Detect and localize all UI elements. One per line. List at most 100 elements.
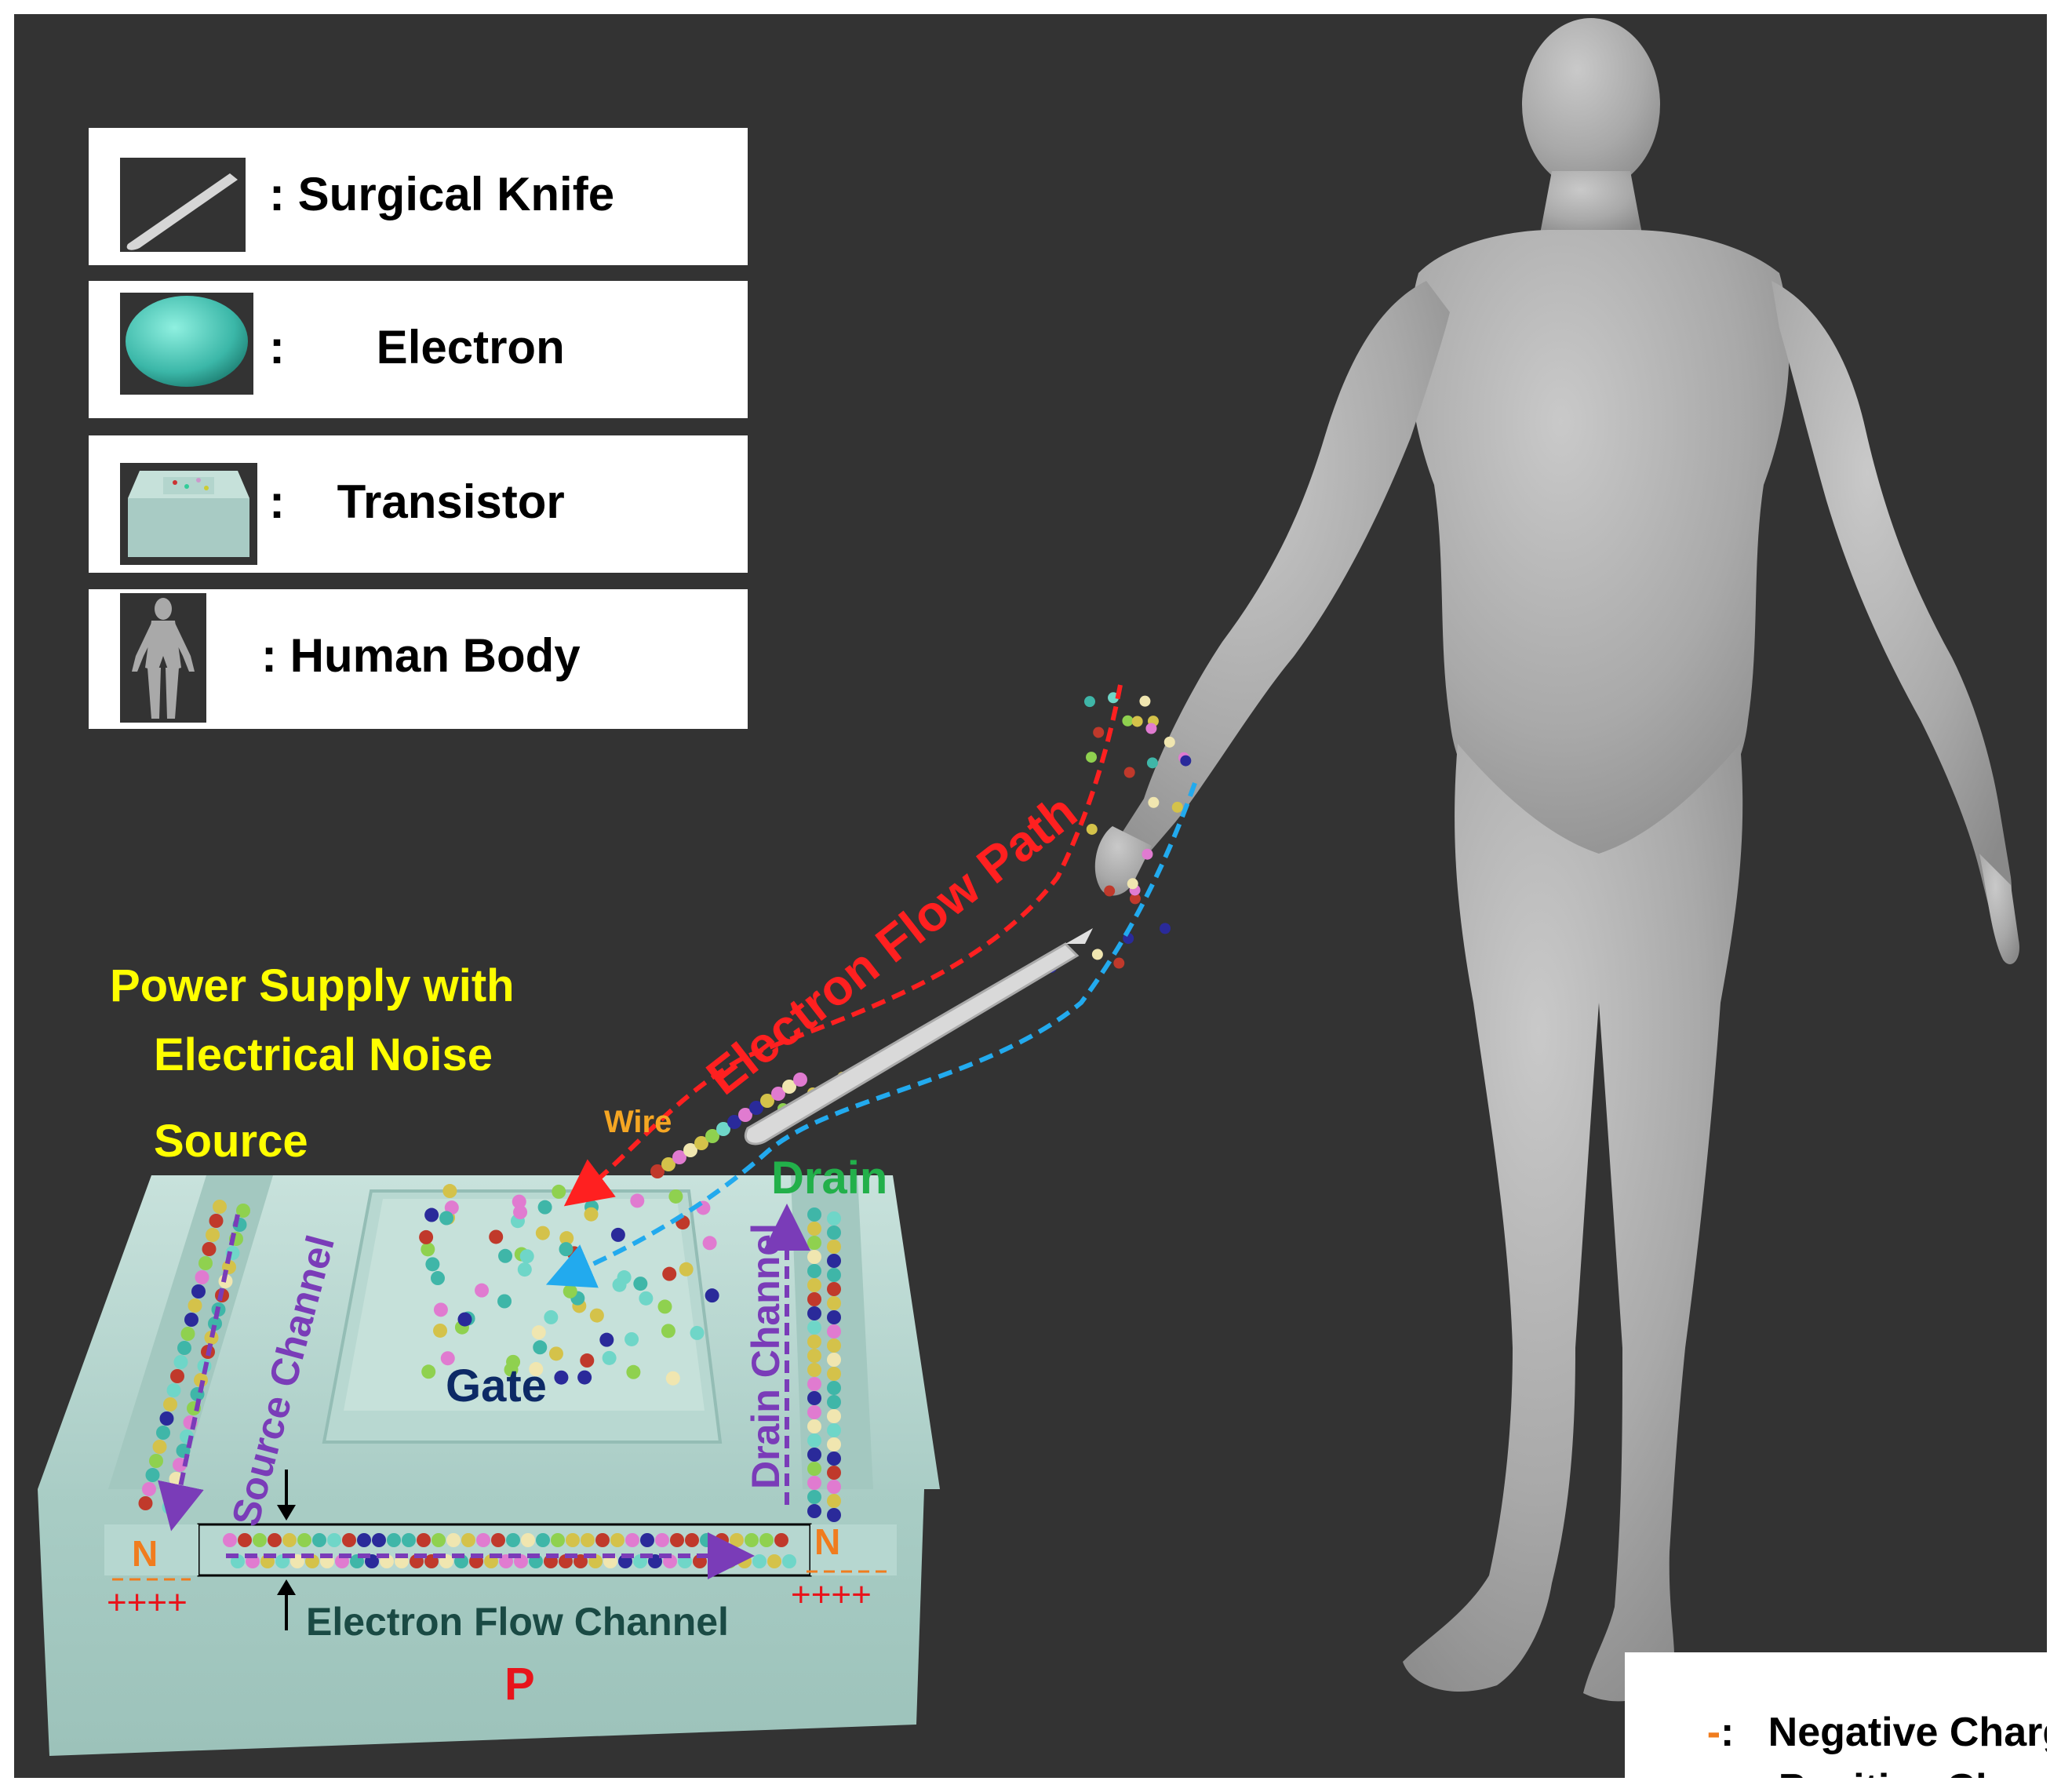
- electron-dot: [433, 1323, 448, 1338]
- electron-dot: [444, 1200, 459, 1215]
- electron-dot: [827, 1480, 841, 1494]
- electron-dot: [759, 1533, 774, 1547]
- electron-dot: [498, 1248, 513, 1263]
- electron-dot: [661, 1324, 675, 1339]
- source-channel-arrow: [158, 1214, 240, 1532]
- electron-dot: [191, 1284, 206, 1298]
- electron-dot: [457, 1312, 472, 1327]
- electron-dot: [626, 1364, 641, 1379]
- electron-icon: [120, 293, 253, 395]
- electron-dot: [630, 1193, 645, 1208]
- electron-dot: [827, 1508, 841, 1522]
- electron-dot: [639, 1291, 654, 1306]
- electron-dot: [431, 1533, 446, 1547]
- electron-dot: [807, 1433, 821, 1448]
- electron-dot: [827, 1268, 841, 1282]
- electron-dot: [188, 1298, 202, 1313]
- electron-dot: [640, 1533, 654, 1547]
- electron-dot: [827, 1466, 841, 1480]
- electron-dot: [827, 1451, 841, 1466]
- electron-dot: [827, 1296, 841, 1310]
- electron-dot: [1180, 755, 1192, 767]
- electron-dot: [827, 1494, 841, 1508]
- electron-dot: [807, 1222, 821, 1236]
- electron-dot: [195, 1270, 209, 1284]
- electron-dot: [236, 1204, 250, 1218]
- electron-dot: [419, 1229, 434, 1244]
- electron-dot: [535, 1226, 550, 1240]
- electron-dot: [138, 1496, 153, 1510]
- electron-dot: [716, 1122, 730, 1136]
- electron-dot: [517, 1262, 532, 1277]
- electron-dot: [685, 1533, 699, 1547]
- electron-dot: [177, 1341, 191, 1355]
- positive-charges-right: ++++: [791, 1575, 872, 1614]
- drain-label: Drain: [771, 1153, 888, 1204]
- legend-item-electron: : Electron: [89, 281, 748, 418]
- legend-label-transistor: : Transistor: [269, 475, 565, 528]
- electron-dot: [439, 1211, 454, 1226]
- electron-dot: [807, 1448, 821, 1462]
- electron-dot: [702, 1236, 717, 1251]
- electron-dot: [206, 1228, 220, 1242]
- human-body: [1094, 18, 2019, 1702]
- electron-dot: [793, 1073, 807, 1087]
- electron-dot: [312, 1533, 326, 1547]
- electron-dot: [563, 1284, 577, 1298]
- electron-dot: [433, 1302, 448, 1317]
- electron-dot: [173, 1355, 188, 1369]
- electron-dot: [595, 1533, 610, 1547]
- electron-dot: [184, 1313, 198, 1327]
- electron-dot: [827, 1353, 841, 1367]
- electron-dot: [767, 1554, 781, 1568]
- electron-dot: [442, 1184, 457, 1199]
- electron-dot: [827, 1282, 841, 1296]
- electron-dot: [655, 1533, 669, 1547]
- electron-dot: [1145, 723, 1157, 734]
- electron-dot: [690, 1325, 705, 1340]
- electron-dot: [1113, 957, 1125, 969]
- electron-dot: [544, 1309, 559, 1324]
- electron-dot: [297, 1533, 311, 1547]
- electron-dot: [782, 1080, 796, 1094]
- power-supply-label-line1: Power Supply with: [110, 960, 515, 1011]
- electron-dot: [421, 1242, 435, 1257]
- electron-dot: [1131, 716, 1143, 727]
- electron-dot: [730, 1533, 744, 1547]
- electron-dot: [1086, 823, 1098, 835]
- electron-dot: [552, 1184, 566, 1199]
- electron-dot: [827, 1339, 841, 1353]
- electron-dot: [661, 1157, 675, 1171]
- human-body-icon: [120, 593, 206, 723]
- electron-dot: [554, 1370, 569, 1385]
- negative-charge-row: -: Negative Charge: [1639, 1662, 2047, 1778]
- electron-dot: [238, 1533, 252, 1547]
- electron-dot: [327, 1533, 341, 1547]
- surgical-knife: [745, 928, 1093, 1145]
- electron-dot: [727, 1115, 741, 1129]
- electron-dot: [357, 1533, 371, 1547]
- electron-dot: [519, 1249, 534, 1264]
- legend-label-electron: : Electron: [269, 321, 565, 373]
- electron-dot: [504, 1362, 519, 1377]
- electron-dot: [584, 1207, 599, 1222]
- electron-dot: [145, 1468, 160, 1482]
- electron-dot: [223, 1533, 237, 1547]
- electron-dot: [152, 1440, 167, 1454]
- electron-dot: [827, 1254, 841, 1268]
- electron-dot: [602, 1350, 617, 1365]
- electron-dot: [1091, 949, 1103, 960]
- electron-dot: [679, 1262, 694, 1277]
- electron-dot: [827, 1381, 841, 1395]
- electron-dot: [807, 1405, 821, 1419]
- power-supply-label-line2: Electrical Noise: [154, 1029, 493, 1080]
- electron-dot: [827, 1367, 841, 1381]
- electron-dot: [489, 1229, 504, 1244]
- electron-dot: [807, 1504, 821, 1518]
- electron-dot: [1129, 893, 1141, 905]
- electron-dot: [461, 1533, 475, 1547]
- electron-dot: [738, 1108, 752, 1122]
- electron-dot: [807, 1335, 821, 1349]
- electron-dot: [1123, 767, 1135, 778]
- positive-charge-row: +: Positive Charge: [1639, 1718, 2047, 1778]
